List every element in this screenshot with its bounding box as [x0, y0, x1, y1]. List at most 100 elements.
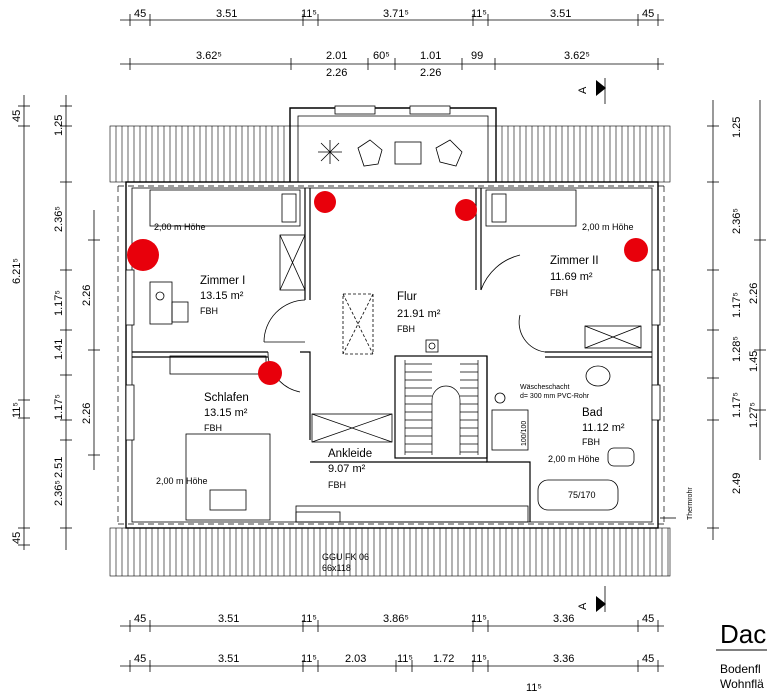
dim-top2-0: 3.62⁵ — [196, 50, 222, 62]
markers — [127, 191, 648, 385]
windows — [125, 105, 661, 523]
section-marker-bottom — [596, 586, 606, 612]
legend: Dac Bodenfl Wohnflä — [716, 619, 767, 691]
section-label-bottom: A — [577, 602, 589, 610]
dim-bot2-0: 45 — [134, 653, 146, 665]
room-flur-name: Flur — [397, 291, 417, 303]
dim-left2-0: 1.25 — [53, 115, 65, 136]
dim-right2-0: 2.26 — [748, 283, 760, 304]
right-dimension-labels: 1.25 2.36⁵ 1.17⁵ 1.28⁵ 1.17⁵ 2.49 2.26 1… — [731, 117, 760, 494]
right-dimension-chains — [707, 100, 766, 540]
room-schlafen-area: 13.15 m² — [204, 407, 248, 419]
dim-top1-3: 3.71⁵ — [383, 8, 409, 20]
annotations: Wäscheschacht d= 300 mm PVC-Rohr 100/100… — [322, 86, 694, 610]
plant-icon — [318, 140, 342, 164]
room-bad-floor: FBH — [582, 437, 600, 447]
room-zimmer2-floor: FBH — [550, 288, 568, 298]
red-marker — [624, 238, 648, 262]
dim-right1-2: 1.17⁵ — [731, 292, 743, 318]
dim-top1-2: 11⁵ — [301, 8, 317, 20]
window-label-2: 66x118 — [322, 563, 351, 573]
legend-line-2: Wohnflä — [720, 677, 764, 691]
height-label-zimmer2: 2,00 m Höhe — [582, 222, 634, 232]
dim-left1-2: 6.21⁵ — [11, 258, 23, 284]
dim-top2-sub-0: 2.26 — [326, 67, 347, 79]
room-schlafen-floor: FBH — [204, 423, 222, 433]
red-marker — [258, 361, 282, 385]
dim-bot2-7: 3.36 — [553, 653, 574, 665]
dim-top1-1: 3.51 — [216, 8, 237, 20]
dim-left2-2: 1.17⁵ — [53, 290, 65, 316]
dim-bot1-1: 3.51 — [218, 613, 239, 625]
dim-bot2-3: 2.03 — [345, 653, 366, 665]
interior-walls — [132, 188, 652, 522]
room-zimmer1-floor: FBH — [200, 306, 218, 316]
furniture — [149, 139, 676, 523]
dim-bot1-2: 11⁵ — [301, 613, 317, 625]
dim-bot1-6: 45 — [642, 613, 654, 625]
dim-top1-6: 45 — [642, 8, 654, 20]
room-ankleide-floor: FBH — [328, 480, 346, 490]
dim-right2-2: 1.45 — [748, 351, 760, 372]
roof-hatching — [109, 125, 671, 577]
window-label-1: GGU FK 06 — [322, 552, 369, 562]
thermrohr-label: Thermrohr — [687, 487, 694, 520]
shower-label: 100/100 — [521, 421, 528, 446]
room-bad-name: Bad — [582, 407, 602, 419]
dim-top2-3: 1.01 — [420, 50, 441, 62]
room-bad-area: 11.12 m² — [582, 422, 625, 434]
dim-top2-4: 99 — [471, 50, 483, 62]
room-zimmer1-area: 13.15 m² — [200, 290, 244, 302]
dim-right1-0: 1.25 — [731, 117, 743, 138]
dimension-labels: 45 3.51 11⁵ 3.71⁵ 11⁵ 3.51 45 3.62⁵ 2.01… — [134, 8, 654, 692]
red-marker — [314, 191, 336, 213]
dim-right1-5: 2.49 — [731, 473, 743, 494]
dim-top1-5: 3.51 — [550, 8, 571, 20]
room-zimmer2-area: 11.69 m² — [550, 271, 593, 283]
door-swings — [263, 254, 546, 393]
dim-left2-5: 2.51 — [53, 457, 65, 478]
dim-left2-4: 1.17⁵ — [53, 394, 65, 420]
dim-left3-0: 2.26 — [81, 285, 93, 306]
bottom-dimension-chains — [120, 620, 664, 672]
room-labels: Zimmer I 13.15 m² FBH Flur 21.91 m² FBH … — [200, 255, 625, 490]
dim-left2-3: 1.41 — [53, 339, 65, 360]
dim-top2-sub-1: 2.26 — [420, 67, 441, 79]
left-dimension-chains — [18, 95, 100, 550]
dim-bot1-4: 11⁵ — [471, 613, 487, 625]
staircase — [404, 360, 479, 455]
legend-line-1: Bodenfl — [720, 662, 761, 676]
dim-right1-3: 1.28⁵ — [731, 336, 743, 362]
dim-top2-5: 3.62⁵ — [564, 50, 590, 62]
dim-bot2-6: 11⁵ — [471, 653, 487, 665]
dim-bot-partial: 11⁵ — [526, 682, 542, 692]
dim-top1-4: 11⁵ — [471, 8, 487, 20]
room-zimmer1-name: Zimmer I — [200, 275, 245, 287]
height-labels: 2,00 m Höhe 2,00 m Höhe 2,00 m Höhe 2,00… — [154, 222, 634, 486]
room-flur-floor: FBH — [397, 324, 415, 334]
shaft-label-2: d= 300 mm PVC-Rohr — [520, 393, 590, 400]
top-dimension-chain-2 — [120, 58, 664, 70]
dim-left2-7: 45 — [11, 532, 23, 544]
dim-right1-4: 1.17⁵ — [731, 392, 743, 418]
bathtub-label: 75/170 — [568, 490, 596, 500]
room-flur-area: 21.91 m² — [397, 308, 441, 320]
dim-right1-1: 2.36⁵ — [731, 208, 743, 234]
dim-bot1-3: 3.86⁵ — [383, 613, 409, 625]
red-marker — [127, 239, 159, 271]
dim-left2-6: 2.36⁵ — [53, 480, 65, 506]
dim-bot2-1: 3.51 — [218, 653, 239, 665]
left-dimension-labels: 45 11⁵ 6.21⁵ 1.25 2.36⁵ 1.17⁵ 1.41 1.17⁵… — [11, 110, 93, 544]
dim-bot2-8: 45 — [642, 653, 654, 665]
dim-left3-1: 2.26 — [81, 403, 93, 424]
legend-title: Dac — [720, 619, 766, 649]
dim-left1-1: 11⁵ — [11, 402, 23, 418]
section-marker-top — [596, 78, 606, 104]
dim-bot2-4: 11⁵ — [397, 653, 413, 665]
section-label-top: A — [577, 86, 589, 94]
room-ankleide-area: 9.07 m² — [328, 463, 366, 475]
top-dimension-chain-1 — [120, 14, 664, 26]
dim-top2-2: 60⁵ — [373, 50, 390, 62]
dim-top2-1: 2.01 — [326, 50, 347, 62]
